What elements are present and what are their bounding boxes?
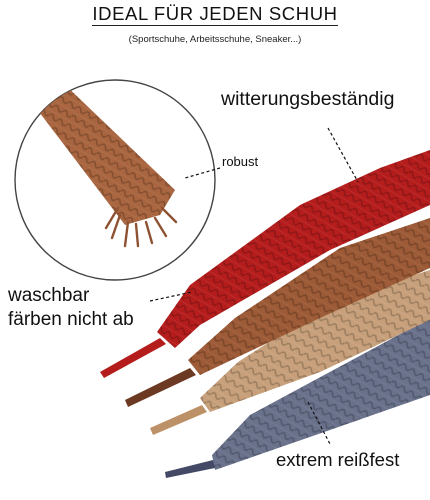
zoom-lace-closeup [30,80,178,248]
robust-label: robust [222,154,259,169]
zoom-circle [14,79,216,281]
robust-leader-line [184,167,221,179]
tearproof-leader-line [307,401,331,445]
colorfast-label: färben nicht ab [8,309,134,330]
brown-shoelace [125,218,430,407]
washable-leader-line [149,291,193,302]
beige-shoelace [150,270,430,435]
page-subtitle: (Sportschuhe, Arbeitsschuhe, Sneaker...) [128,34,302,45]
red-shoelace [100,150,430,378]
page-title: IDEAL FÜR JEDEN SCHUH [0,3,430,26]
weatherproof-leader-line [327,127,359,183]
washable-label: waschbar [8,285,90,306]
blue-shoelace [165,318,430,478]
weatherproof-label: witterungsbeständig [221,88,395,110]
tearproof-label: extrem reißfest [276,449,400,470]
page-title-text: IDEAL FÜR JEDEN SCHUH [92,3,338,26]
